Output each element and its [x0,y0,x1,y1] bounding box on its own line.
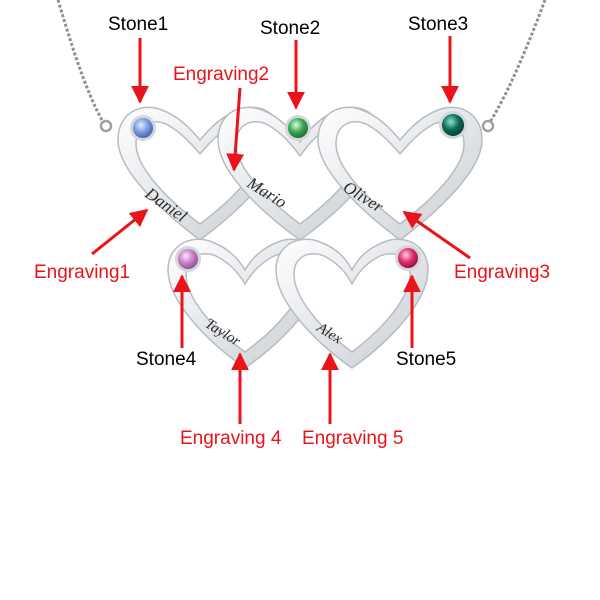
arrow-engraving1 [91,208,149,256]
stone-1-gem [130,115,156,141]
chain-left [56,0,105,123]
label-stone4: Stone4 [136,349,197,370]
label-engraving3: Engraving3 [454,262,551,283]
label-stone2: Stone2 [260,18,321,39]
label-stone5: Stone5 [396,349,457,370]
label-stone1: Stone1 [108,14,169,35]
chain-ring-right [481,119,495,133]
chain-ring-left [99,119,113,133]
label-engraving4: Engraving 4 [180,428,282,449]
stone-2-gem [285,115,311,141]
label-engraving1: Engraving1 [34,262,131,283]
stone-5-gem [395,245,421,271]
stone-4-gem [175,246,201,272]
arrow-engraving3 [402,210,471,260]
stone-3-gem [439,111,467,139]
label-engraving2: Engraving2 [173,64,270,85]
label-engraving5: Engraving 5 [302,428,404,449]
label-stone3: Stone3 [408,14,469,35]
chain-right [488,0,547,123]
arrow-engraving2 [226,87,245,172]
